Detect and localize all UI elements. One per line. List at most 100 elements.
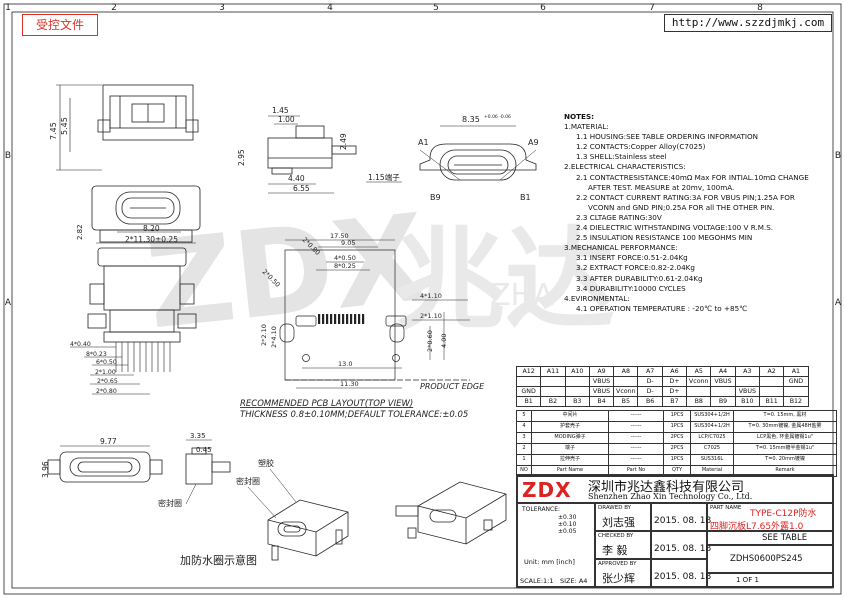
pin-cell: B1	[515, 396, 542, 407]
dim-2-95: 2.95	[237, 149, 246, 166]
note-line: 2.2 CONTACT CURRENT RATING:3A FOR VBUS P…	[576, 192, 795, 202]
note-line: 1.2 CONTACTS:Copper Alloy(C7025)	[576, 142, 706, 152]
pin-cell	[564, 386, 590, 397]
note-line: 3.4 DURABILITY:10000 CYCLES	[576, 283, 686, 293]
dim-2x2-10: 2*2.10	[260, 324, 268, 346]
frame-number: 6	[540, 3, 546, 13]
size-label: SIZE: A4	[560, 577, 588, 585]
tolerance-value: ±0.30	[558, 514, 577, 521]
seal-ring-label-2: 密封圈	[236, 476, 260, 486]
bom-cell: 拉伸壳子	[531, 454, 609, 466]
side-view-dims	[268, 115, 402, 194]
notes-block: NOTES: 1.MATERIAL: 1.1 HOUSING:SEE TABLE…	[564, 112, 809, 314]
dim-4x1-10: 4*1.10	[420, 292, 442, 300]
bom-cell: 2	[516, 443, 532, 455]
pin-cell: VBUS	[588, 386, 615, 397]
pin-cell	[686, 386, 712, 397]
pin-cell: VBUS	[710, 376, 736, 387]
part-name-line-1: TYPE-C12P防水	[750, 509, 817, 519]
dim-9-77: 9.77	[100, 437, 117, 446]
tolerance-cell: TOLERANCE: ±0.30 ±0.10 ±0.05 Unit: mm [i…	[517, 503, 595, 587]
watermark-chinese: 兆达	[395, 216, 615, 344]
bom-cell: C7025	[690, 443, 734, 455]
pin-cell	[758, 376, 785, 387]
note-line: 2.1 CONTACTRESISTANCE:40mΩ Max FOR INTIA…	[576, 172, 809, 182]
pin-cell: A10	[564, 366, 590, 377]
pin-cell: A3	[734, 366, 760, 377]
bom-cell: SUS316L	[690, 454, 734, 466]
part-no-cell: ZDHS0600PS245	[707, 545, 833, 573]
pin-cell	[710, 386, 736, 397]
dim-4-40: 4.40	[288, 174, 305, 183]
dim-17-50: 17.50	[330, 232, 349, 240]
bom-cell: ------	[608, 421, 664, 433]
bom-cell: MODING弹子	[531, 432, 609, 444]
dim-8-20: 8.20	[143, 224, 160, 233]
pin-cell: B10	[734, 396, 760, 407]
plan-view-pins	[70, 342, 171, 395]
dim-8x0-25: 8*0.25	[334, 262, 356, 270]
pin-cell: D+	[661, 386, 688, 397]
pin-cell	[540, 376, 566, 387]
front-view-drawing	[97, 84, 199, 141]
pin-cell: A4	[710, 366, 736, 377]
pin-cell: GND	[783, 376, 809, 387]
sheet-cell: 1 OF 1	[707, 573, 833, 587]
dim-0-45: 0.45	[196, 446, 212, 454]
company-name-cn: 深圳市兆达鑫科技有限公司	[588, 480, 745, 495]
frame-letter: A	[5, 298, 12, 308]
pin-cell: B3	[564, 396, 590, 407]
dim-2x0-60: 2*0.60	[426, 330, 434, 352]
dim-2-82: 2.82	[76, 224, 84, 240]
checked-by-label: CHECKED BY	[598, 533, 634, 539]
dim-left-2x0-80: 2*0.80	[96, 388, 117, 395]
frame-number: 4	[327, 3, 333, 13]
pin-cell: A12	[515, 366, 542, 377]
pin-cell: B12	[783, 396, 809, 407]
seal-iso-view	[267, 499, 349, 561]
dim-left-2x0-65: 2*0.65	[97, 378, 118, 385]
approved-date-cell: 2015. 08. 18	[651, 559, 711, 587]
drawed-date: 2015. 08. 18	[654, 516, 712, 526]
pin-cell: A1	[783, 366, 809, 377]
pin-cell: D-	[637, 386, 663, 397]
bom-cell: ------	[608, 432, 664, 444]
tolerance-value: ±0.10	[558, 521, 577, 528]
drawed-date-cell: 2015. 08. 18	[651, 503, 711, 531]
side-view	[267, 125, 357, 175]
pcb-layout-title: RECOMMENDED PCB LAYOUT(TOP VIEW)	[240, 399, 413, 409]
bom-cell: 1PCS	[663, 410, 691, 422]
frame-letter: B	[5, 151, 11, 161]
company-logo: ZDX	[522, 478, 572, 502]
company-cell: ZDX 深圳市兆达鑫科技有限公司 Shenzhen Zhao Xin Techn…	[517, 475, 833, 503]
pin-cell: A8	[613, 366, 639, 377]
pin-label-a9: A9	[528, 138, 539, 147]
dim-13-0: 13.0	[338, 360, 352, 368]
bom-cell: LCP黑色, 环金属镀锡1u"	[733, 432, 837, 444]
note-line: 1.1 HOUSING:SEE TABLE ORDERING INFORMATI…	[576, 132, 758, 142]
pin-cell	[515, 376, 542, 387]
dim-4-00: 4.00	[440, 334, 448, 348]
frame-letter: B	[835, 151, 841, 161]
tolerance-value: ±0.05	[558, 528, 577, 535]
pin-cell: B5	[613, 396, 639, 407]
dim-3-35: 3.35	[190, 432, 206, 440]
dim-7-45: 7.45	[49, 122, 58, 140]
bom-cell: 1PCS	[663, 454, 691, 466]
dim-5-45: 5.45	[60, 117, 69, 135]
pin-cell: D+	[661, 376, 688, 387]
pin-cell: VBUS	[588, 376, 615, 387]
watermark-latin: ZHA	[490, 278, 554, 313]
bom-cell: 1PCS	[663, 421, 691, 433]
pin-cell	[734, 376, 760, 387]
pin-cell: B9	[710, 396, 736, 407]
pin-cell: B11	[758, 396, 785, 407]
dim-3-96: 3.96	[41, 461, 50, 478]
dim-1-00: 1.00	[278, 115, 295, 124]
drawed-by-name: 刘志强	[602, 516, 635, 529]
dim-2x11-30: 2*11.30±0.25	[125, 235, 178, 244]
